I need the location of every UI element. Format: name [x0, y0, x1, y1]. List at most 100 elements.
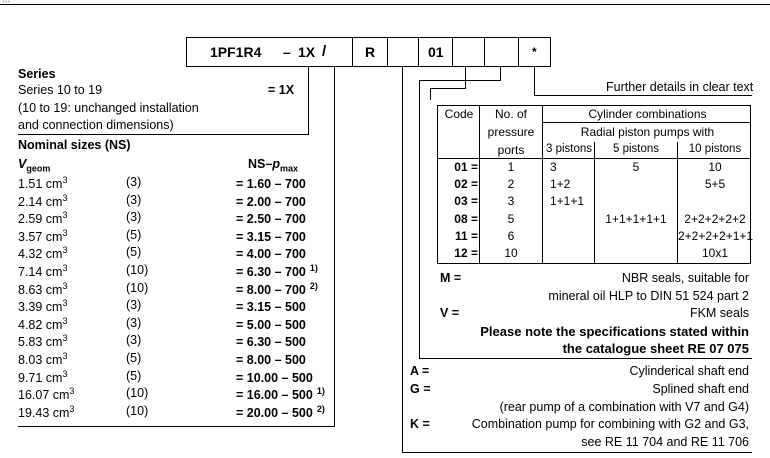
nominal-code: = 3.15 – 700 [236, 228, 310, 244]
vgeom-unit-exponent: 3 [62, 192, 68, 203]
header-cylinder: Cylinder combinations [588, 107, 707, 121]
header-code: Code [444, 107, 474, 121]
r-code: R [365, 44, 376, 60]
nominal-code-value: = 2.50 – 700 [236, 212, 306, 227]
header-ports-1: No. of [494, 107, 527, 121]
dash-separator: – [283, 44, 291, 60]
row-ports: 10 [504, 246, 518, 260]
vgeom-header: Vgeom [18, 157, 50, 174]
nominal-footnote: 2) [309, 280, 318, 291]
ns-label: NS– [248, 157, 273, 171]
vgeom-unit-exponent: 3 [62, 245, 68, 256]
nominal-code: = 4.00 – 700 [236, 245, 310, 262]
vgeom-unit-exponent: 3 [69, 403, 75, 414]
vgeom-unit-exponent: 3 [62, 210, 68, 221]
header-5-pistons: 5 pistons [612, 143, 660, 155]
series-code-value: = 1X [268, 83, 295, 97]
row-3-pistons: 1+2 [550, 177, 571, 192]
header-fragment: ... [2, 0, 10, 5]
ports-code: 01 [428, 44, 444, 60]
nominal-vgeom: 5.83 cm3 [18, 333, 67, 349]
nominal-pistons: (3) [126, 175, 142, 189]
row-10-pistons: 2+2+2+2+1+1 [678, 228, 754, 243]
k-text-2: see RE 11 704 and RE 11 706 [581, 435, 749, 449]
nominal-pistons: (5) [126, 245, 142, 260]
divider-3 [418, 37, 419, 67]
series-line-3: and connection dimensions) [18, 118, 174, 132]
nominal-code-value: = 1.60 – 700 [236, 177, 306, 192]
nominal-vgeom: 4.32 cm3 [18, 245, 67, 261]
model-code: 1PF1R4 [210, 44, 262, 60]
nominal-pistons: (5) [126, 351, 142, 365]
header-3-pistons: 3 pistons [545, 143, 593, 155]
vgeom-value: 16.07 cm [18, 388, 70, 403]
order-code-frame [186, 37, 551, 67]
nominal-code: = 10.00 – 500 [236, 369, 317, 385]
a-text: Cylinderical shaft end [629, 364, 749, 378]
row-code: 01 = [454, 160, 478, 174]
vgeom-value: 9.71 cm [18, 370, 63, 385]
nominal-code: = 6.30 – 500 [236, 333, 310, 350]
nominal-code-value: = 5.00 – 500 [236, 317, 306, 332]
v-code: V = [440, 306, 460, 320]
vgeom-unit-exponent: 3 [62, 175, 68, 185]
row-code: 12 = [454, 246, 478, 260]
nominal-code: = 2.00 – 700 [236, 193, 310, 209]
nominal-code-value: = 4.00 – 700 [236, 247, 306, 262]
nominal-pistons: (3) [126, 315, 142, 330]
vgeom-value: 4.82 cm [18, 317, 63, 332]
nominal-code: = 5.00 – 500 [236, 316, 310, 332]
star-code: * [532, 45, 537, 59]
top-rule [0, 4, 770, 5]
nominal-vgeom: 16.07 cm3 [18, 386, 74, 402]
series-title: Series [18, 67, 56, 81]
vgeom-unit-exponent: 3 [62, 263, 68, 273]
vgeom-value: 1.51 cm [18, 177, 63, 192]
nominal-pistons: (3) [126, 298, 142, 313]
nominal-footnote: 1) [316, 386, 325, 397]
nominal-vgeom: 8.03 cm3 [18, 351, 67, 367]
series-line-2: (10 to 19: unchanged installation [18, 101, 199, 115]
row-5-pistons: 5 [632, 160, 640, 174]
header-ports-3: ports [497, 143, 525, 157]
vgeom-unit-exponent: 3 [62, 227, 68, 238]
k-text: Combination pump for combining with G2 a… [471, 417, 749, 431]
nominal-vgeom: 8.63 cm3 [18, 281, 67, 297]
nominal-vgeom: 2.14 cm3 [18, 193, 67, 209]
nominal-footnote: 2) [316, 403, 325, 414]
a-code: A = [410, 364, 430, 378]
nominal-code-value: = 2.00 – 700 [236, 194, 306, 209]
further-details-text: Further details in clear text [606, 80, 754, 94]
vgeom-unit-exponent: 3 [62, 351, 68, 361]
nominal-pistons: (3) [126, 192, 142, 207]
nominal-pistons: (5) [126, 227, 142, 242]
row-3-pistons: 1+1+1 [550, 194, 585, 209]
divider-2 [387, 37, 388, 67]
nominal-pistons: (3) [126, 210, 142, 225]
row-code: 08 = [454, 211, 478, 226]
vgeom-unit-exponent: 3 [62, 333, 68, 344]
row-ports: 6 [507, 228, 515, 243]
nominal-pistons: (5) [126, 368, 142, 383]
vgeom-label: V [18, 157, 27, 171]
vgeom-value: 19.43 cm [18, 405, 70, 420]
row-ports: 5 [507, 211, 515, 226]
vgeom-value: 4.32 cm [18, 247, 63, 262]
header-radial: Radial piston pumps with [580, 125, 715, 139]
divider-4 [452, 37, 453, 67]
nominal-code-value: = 20.00 – 500 [236, 405, 313, 420]
nominal-code-value: = 3.15 – 700 [236, 229, 306, 244]
vgeom-unit-exponent: 3 [62, 280, 68, 291]
row-10-pistons: 2+2+2+2+2 [684, 211, 746, 226]
nominal-code: = 1.60 – 700 [236, 175, 310, 191]
p-label: p [272, 157, 280, 171]
nominal-code: = 2.50 – 700 [236, 210, 310, 226]
nominal-pistons: (10) [126, 386, 149, 401]
nominal-code-value: = 6.30 – 500 [236, 335, 306, 350]
nominal-code-value: = 8.00 – 500 [236, 353, 306, 368]
row-10-pistons: 5+5 [704, 177, 726, 192]
nominal-code-value: = 16.00 – 500 [236, 388, 313, 403]
